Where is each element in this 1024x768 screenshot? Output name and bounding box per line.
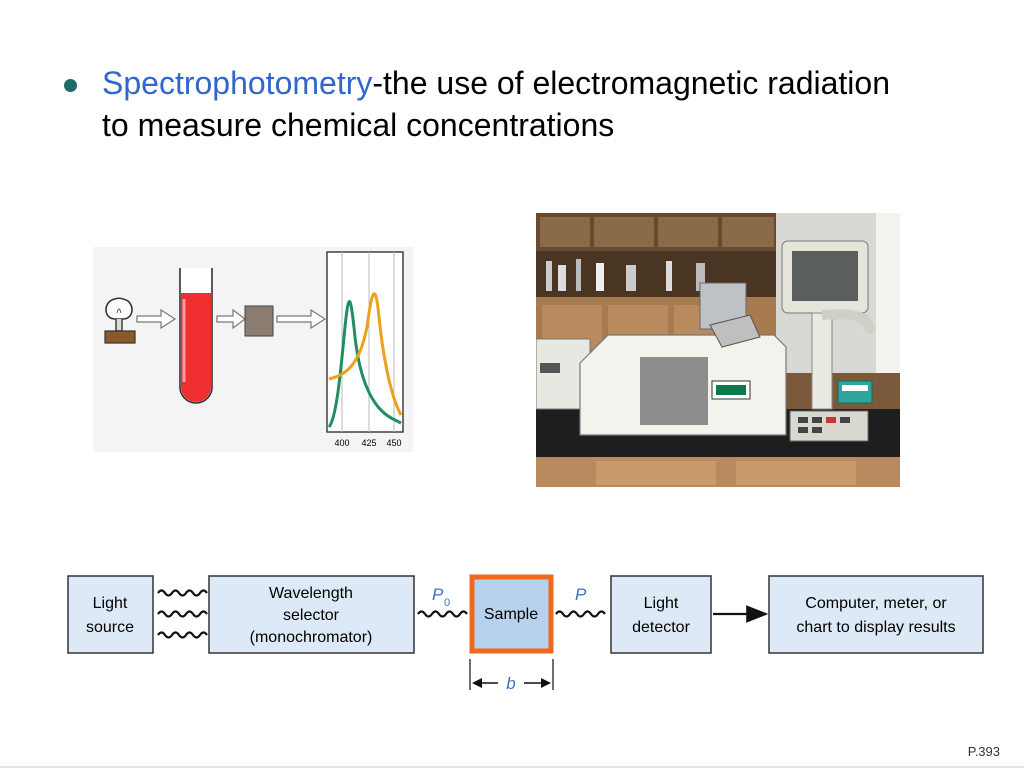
light-arrow-3	[276, 308, 327, 330]
output-line-2: chart to display results	[796, 619, 955, 636]
wavy-light-ray-p	[555, 610, 606, 618]
label-b: b	[506, 674, 515, 693]
schematic-svg: 400 425 450	[93, 247, 413, 452]
label-p: P	[575, 585, 587, 604]
page-number: P.393	[967, 744, 1000, 759]
tick-400: 400	[334, 438, 349, 448]
curve-green	[327, 300, 402, 428]
block-light-detector: Light detector	[610, 575, 712, 654]
path-length-b: b	[469, 659, 554, 693]
sample-label: Sample	[484, 606, 538, 623]
tick-450: 450	[386, 438, 401, 448]
selector-line-3: (monochromator)	[250, 629, 373, 646]
block-sample: Sample	[469, 574, 554, 654]
block-output-display: Computer, meter, or chart to display res…	[768, 575, 984, 654]
label-p0: P	[432, 585, 444, 604]
output-line-1: Computer, meter, or	[805, 595, 947, 612]
photo-svg	[535, 213, 900, 487]
detector-line-2: detector	[632, 619, 690, 636]
spectrum-plot: 400 425 450	[326, 251, 404, 448]
filter-square	[244, 305, 274, 337]
detector-line-1: Light	[644, 595, 679, 612]
bottom-divider	[0, 766, 1024, 768]
tick-425: 425	[361, 438, 376, 448]
bullet-dot	[64, 79, 77, 92]
curve-orange	[328, 292, 403, 416]
block-wavelength-selector: Wavelength selector (monochromator)	[208, 575, 415, 654]
block-diagram: Light source Wavelength selector (monoch…	[60, 560, 990, 705]
wavy-light-ray-p0	[417, 610, 468, 618]
selector-line-1: Wavelength	[269, 585, 353, 602]
spectrophotometer-schematic: 400 425 450	[93, 247, 413, 457]
block-light-source: Light source	[67, 575, 154, 654]
light-source-line-2: source	[86, 619, 134, 636]
label-p0-subscript: 0	[444, 597, 450, 609]
term-spectrophotometry: Spectrophotometry	[102, 65, 373, 101]
term-definition: -the use of electromagnetic radiation to…	[102, 65, 890, 143]
bullet-text: Spectrophotometry-the use of electromagn…	[102, 62, 902, 146]
wavy-light-rays-1	[157, 589, 208, 639]
light-arrow-2	[216, 308, 246, 330]
block-diagram-svg: Light source Wavelength selector (monoch…	[67, 574, 984, 693]
light-bulb-icon	[104, 297, 136, 344]
light-arrow-1	[136, 308, 177, 330]
selector-line-2: selector	[283, 607, 340, 624]
spectrophotometer-photo	[535, 213, 900, 492]
test-tube-icon	[179, 268, 213, 404]
light-source-line-1: Light	[93, 595, 128, 612]
